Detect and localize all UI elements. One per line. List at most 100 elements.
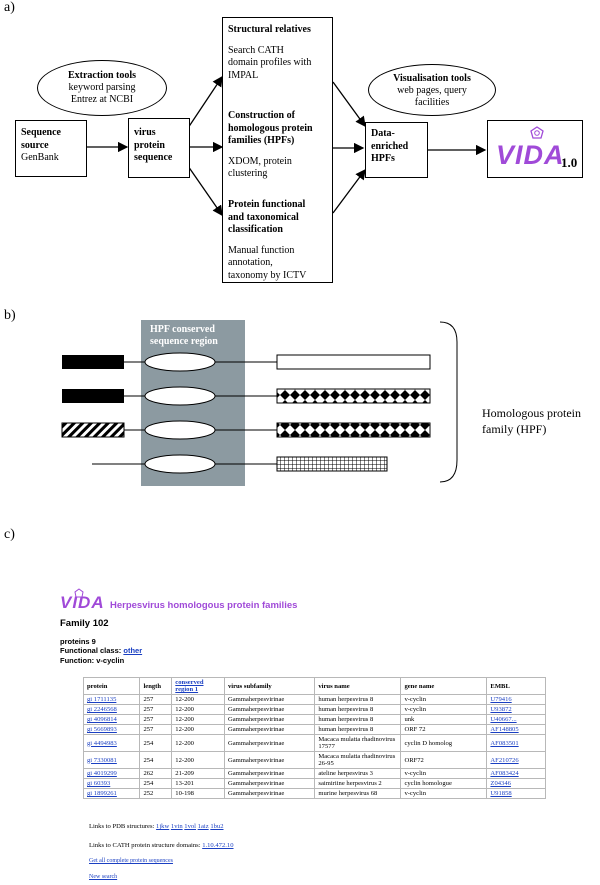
- table-cell-length: 257: [139, 724, 173, 735]
- family-table: protein length conserved region 1 virus …: [82, 677, 546, 799]
- table-cell-embl[interactable]: U79416: [486, 694, 546, 705]
- table-cell-virus-subfamily: Gammaherpesvirinae: [223, 778, 316, 789]
- table-cell-gene-name: cyclin D homolog: [400, 734, 488, 752]
- table-cell-embl[interactable]: Z04346: [486, 778, 546, 789]
- table-cell-conserved-region-1: 21-209: [171, 768, 225, 779]
- conserved-region-title-2: sequence region: [150, 336, 218, 347]
- table-cell-virus-subfamily: Gammaherpesvirinae: [223, 714, 316, 725]
- table-cell-conserved-region-1: 10-198: [171, 788, 225, 799]
- table-cell-gene-name: v-cyclin: [400, 768, 488, 779]
- table-cell-conserved-region-1: 12-200: [171, 694, 225, 705]
- visualisation-line-2: facilities: [414, 97, 450, 108]
- pdb-link-1vin[interactable]: 1vin: [170, 823, 183, 830]
- row2-conserved-ellipse: [144, 386, 216, 406]
- structural-line-3: IMPAL: [228, 69, 259, 81]
- row4-conserved-ellipse: [144, 454, 216, 474]
- panel-c-label: c): [4, 527, 15, 542]
- table-cell-protein[interactable]: gi 1711135: [82, 694, 141, 705]
- cath-label: Links to CATH protein structure domains:: [89, 842, 201, 849]
- row3-right-block: [276, 422, 431, 438]
- page-header-title: Herpesvirus homologous protein families: [110, 600, 298, 611]
- table-cell-embl[interactable]: AF083501: [486, 734, 546, 752]
- virus-line-1: virus: [134, 127, 156, 138]
- structural-line-1: Search CATH: [228, 44, 284, 56]
- pdb-link-1bu2[interactable]: 1bu2: [210, 823, 224, 830]
- table-cell-virus-name: Macaca mulatta rhadinovirus 17577: [314, 734, 402, 752]
- table-cell-embl[interactable]: U93872: [486, 704, 546, 715]
- data-enriched-hpfs-box: Data- enriched HPFs: [365, 122, 428, 178]
- new-search-link[interactable]: New search: [89, 874, 118, 880]
- table-cell-virus-name: murine herpesvirus 68: [314, 788, 402, 799]
- page-logo-word: VIDA: [60, 593, 105, 612]
- col-conserved-region[interactable]: conserved region 1: [171, 677, 225, 695]
- table-cell-protein[interactable]: gi 5669893: [82, 724, 141, 735]
- col-protein: protein: [82, 677, 141, 695]
- table-cell-gene-name: ORF 72: [400, 724, 488, 735]
- table-cell-protein[interactable]: gi 1899261: [82, 788, 141, 799]
- arrow-structural-to-enriched: [332, 81, 366, 128]
- row1-right-block: [276, 354, 431, 370]
- table-cell-length: 254: [139, 778, 173, 789]
- table-cell-protein[interactable]: gi 4494983: [82, 734, 141, 752]
- conserved-region-title: HPF conserved sequence region: [150, 324, 218, 348]
- functional-class-link[interactable]: other: [123, 646, 143, 656]
- table-cell-gene-name: v-cyclin: [400, 704, 488, 715]
- table-cell-protein[interactable]: gi 7330081: [82, 751, 141, 769]
- get-all-sequences-link[interactable]: Get all complete protein sequences: [89, 858, 173, 864]
- functional-sub-2: annotation,: [228, 257, 273, 268]
- vida-emblem-icon: [530, 126, 544, 139]
- table-cell-embl[interactable]: AF210726: [486, 751, 546, 769]
- virus-line-2: protein: [134, 139, 165, 151]
- row1-conserved-ellipse: [144, 352, 216, 372]
- table-cell-virus-subfamily: Gammaherpesvirinae: [223, 694, 316, 705]
- construction-sub-1: XDOM, protein: [228, 155, 292, 167]
- panel-b-label: b): [4, 308, 16, 323]
- table-cell-protein[interactable]: gi 60393: [82, 778, 141, 789]
- functional-sub-1: Manual function: [228, 244, 295, 256]
- table-cell-embl[interactable]: AF083424: [486, 768, 546, 779]
- table-cell-conserved-region-1: 13-201: [171, 778, 225, 789]
- sequence-source-sub: GenBank: [21, 152, 59, 163]
- pdb-links-row: Links to PDB structures: 1jkw 1vin 1vol …: [89, 823, 224, 830]
- vida-version: 1.0: [561, 155, 578, 170]
- pdb-link-1aiz[interactable]: 1aiz: [197, 823, 209, 830]
- table-cell-length: 254: [139, 734, 173, 752]
- structural-line-2: domain profiles with: [228, 57, 312, 68]
- sequence-source-title-2: source: [21, 139, 49, 151]
- table-cell-length: 252: [139, 788, 173, 799]
- table-cell-protein[interactable]: gi 2246568: [82, 704, 141, 715]
- extraction-tools-title: Extraction tools: [67, 70, 137, 81]
- pdb-label: Links to PDB structures:: [89, 823, 155, 830]
- table-cell-length: 257: [139, 694, 173, 705]
- functional-classification-box: Protein functional and taxonomical class…: [222, 193, 333, 283]
- table-cell-conserved-region-1: 12-200: [171, 704, 225, 715]
- family-summary: proteins 9 Functional class: other Funct…: [60, 637, 580, 665]
- pdb-link-1jkw[interactable]: 1jkw: [156, 823, 170, 830]
- table-cell-virus-name: human herpesvirus 8: [314, 724, 402, 735]
- table-cell-length: 254: [139, 751, 173, 769]
- table-cell-conserved-region-1: 12-200: [171, 751, 225, 769]
- structural-relatives-box: Structural relatives Search CATH domain …: [222, 17, 333, 105]
- hpf-family-label: Homologous protein family (HPF): [482, 405, 581, 437]
- function-label: Function: v-cyclin: [60, 655, 125, 665]
- table-cell-virus-subfamily: Gammaherpesvirinae: [223, 734, 316, 752]
- pdb-link-1vol[interactable]: 1vol: [184, 823, 197, 830]
- hpf-family-line-2: family (HPF): [482, 422, 547, 437]
- table-cell-virus-name: human herpesvirus 8: [314, 704, 402, 715]
- table-cell-embl[interactable]: U91858: [486, 788, 546, 799]
- functional-sub-3: taxonomy by ICTV: [228, 269, 307, 281]
- cath-link[interactable]: 1.10.472.10: [202, 842, 234, 849]
- table-cell-protein[interactable]: gi 4019299: [82, 768, 141, 779]
- extraction-tools-ellipse: Extraction tools keyword parsing Entrez …: [37, 60, 167, 116]
- protein-count: proteins 9: [60, 637, 96, 646]
- table-cell-embl[interactable]: U40667...: [486, 714, 546, 725]
- table-cell-virus-name: Macaca mulatta rhadinovirus 26-95: [314, 751, 402, 769]
- table-cell-protein[interactable]: gi 4096814: [82, 714, 141, 725]
- table-cell-length: 257: [139, 704, 173, 715]
- table-cell-embl[interactable]: AF148805: [486, 724, 546, 735]
- panel-a-arrows: [87, 75, 487, 217]
- row3-left-block: [61, 422, 125, 438]
